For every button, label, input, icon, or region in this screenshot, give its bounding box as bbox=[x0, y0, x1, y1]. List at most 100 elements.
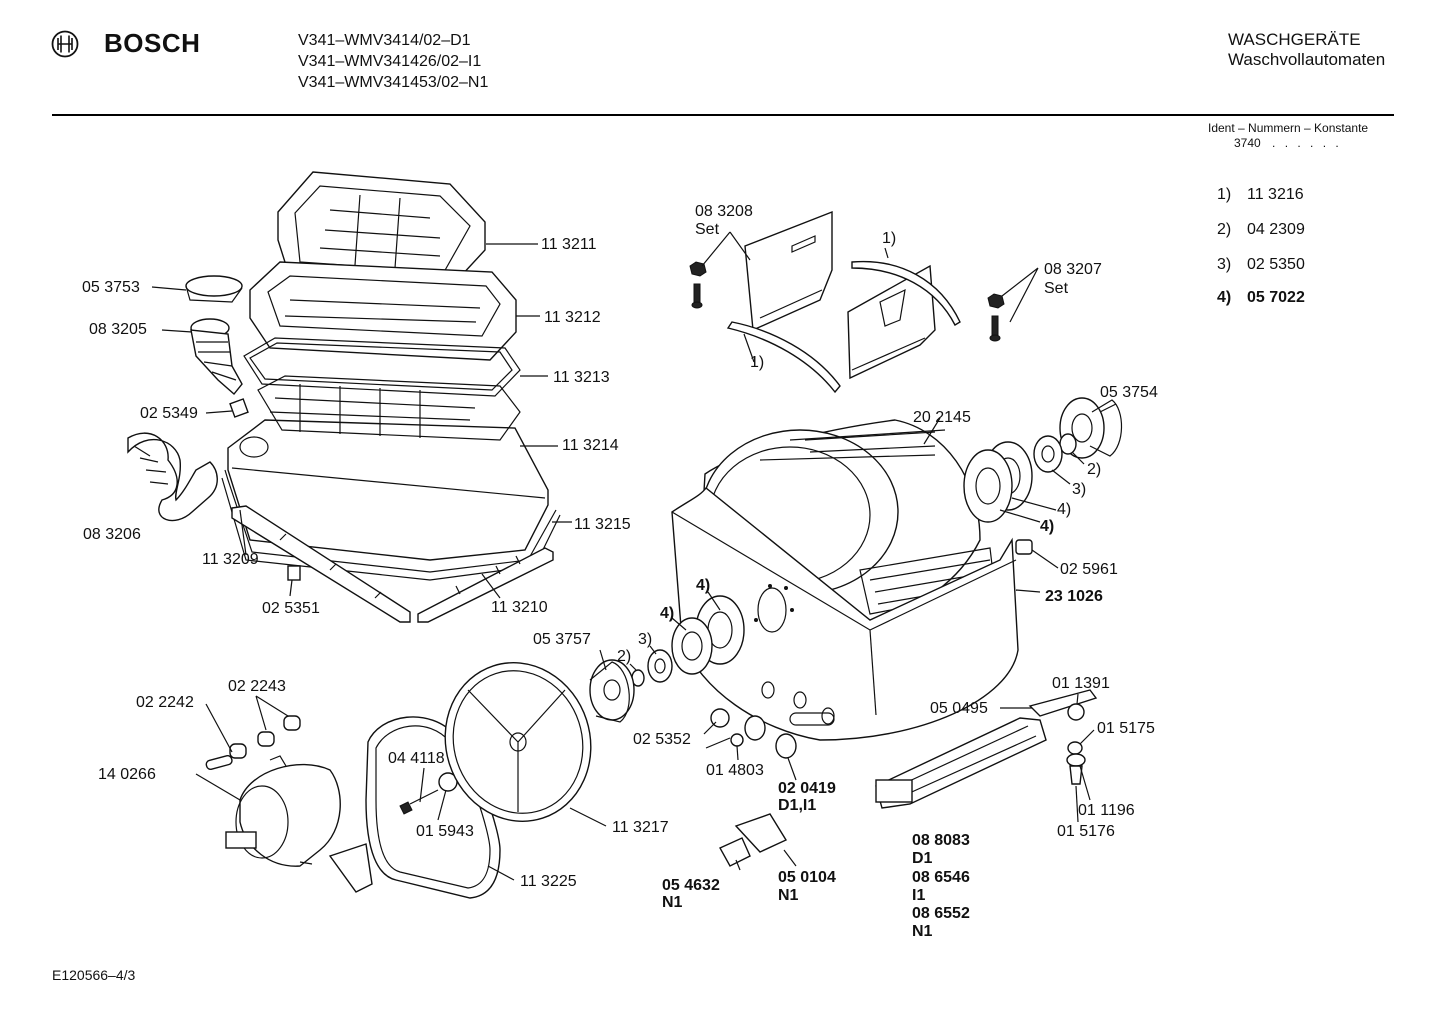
screw-nut-set-left bbox=[689, 261, 707, 309]
inlet-hose bbox=[190, 318, 243, 396]
ball-bearing-right bbox=[1033, 435, 1063, 473]
paddle-lifter-left bbox=[744, 210, 833, 332]
part-label: 04 4118 bbox=[388, 750, 445, 767]
part-label: 08 6552 bbox=[912, 905, 970, 922]
washer-large bbox=[1066, 753, 1086, 767]
brand-block: BOSCH bbox=[50, 28, 200, 59]
lifter-strip-lower bbox=[726, 321, 841, 394]
part-label: 11 3214 bbox=[562, 437, 619, 454]
retaining-rail-right bbox=[417, 547, 554, 623]
model-line: V341–WMV3414/02–D1 bbox=[298, 32, 471, 49]
part-label: 08 3207 bbox=[1044, 261, 1102, 278]
part-label: 11 3217 bbox=[612, 819, 669, 836]
clip bbox=[287, 565, 301, 581]
flange-gasket-left bbox=[671, 617, 713, 675]
variant-label: N1 bbox=[778, 887, 799, 904]
ball-bearing-left bbox=[647, 649, 673, 683]
part-label: 08 3206 bbox=[83, 526, 141, 543]
key-number: 1) bbox=[1217, 186, 1232, 203]
document-id: E120566–4/3 bbox=[52, 967, 136, 983]
lifter-strip-upper bbox=[851, 260, 961, 326]
variant-label: D1,I1 bbox=[778, 797, 816, 814]
footnote-ref: 1) bbox=[750, 354, 764, 371]
variant-label: D1 bbox=[912, 850, 933, 867]
ident-block: Ident – Nummern – Konstante 3740 . . . .… bbox=[1208, 121, 1368, 151]
part-label: 08 3205 bbox=[89, 321, 147, 338]
heater-bracket bbox=[1028, 689, 1098, 717]
part-label: 01 1196 bbox=[1078, 802, 1135, 819]
detergent-drawer-insert bbox=[277, 171, 486, 291]
drawer-housing bbox=[227, 375, 549, 561]
drawer-tray-upper bbox=[249, 261, 517, 361]
key-code: 02 5350 bbox=[1247, 256, 1305, 273]
key-item: 2) 04 2309 bbox=[1217, 221, 1305, 239]
drain-hose bbox=[127, 432, 218, 522]
rubber-seal bbox=[744, 715, 766, 741]
screw-nut-set-right bbox=[987, 293, 1005, 342]
variant-label: I1 bbox=[912, 887, 925, 904]
header-divider bbox=[52, 114, 1394, 116]
retaining-rail-left bbox=[231, 505, 411, 623]
variant-label: N1 bbox=[912, 923, 933, 940]
model-list: V341–WMV3414/02–D1 V341–WMV341426/02–I1 … bbox=[298, 30, 488, 93]
category-subtitle: Waschvollautomaten bbox=[1228, 50, 1386, 69]
footnote-ref: 2) bbox=[1087, 461, 1101, 478]
set-label: Set bbox=[695, 221, 720, 238]
paddle-lifter-right bbox=[847, 264, 936, 380]
part-label: 11 3213 bbox=[553, 369, 610, 386]
part-label: 11 3225 bbox=[520, 873, 577, 890]
part-label: 05 4632 bbox=[662, 877, 720, 894]
drawer-seal bbox=[243, 337, 521, 397]
part-label: 08 8083 bbox=[912, 832, 970, 849]
part-label: 02 5352 bbox=[633, 731, 691, 748]
motor bbox=[225, 755, 341, 867]
part-label: 02 5351 bbox=[262, 600, 320, 617]
brand-name: BOSCH bbox=[104, 28, 201, 58]
part-label: 11 3211 bbox=[541, 236, 597, 253]
part-label: 01 5176 bbox=[1057, 823, 1115, 840]
variant-label: N1 bbox=[662, 894, 683, 911]
cover-n1 bbox=[734, 813, 788, 853]
bosch-armature-logo-icon bbox=[51, 30, 79, 57]
model-line: V341–WMV341426/02–I1 bbox=[298, 53, 482, 70]
part-label: 02 5349 bbox=[140, 405, 198, 422]
part-label: 05 3754 bbox=[1100, 384, 1158, 401]
outer-tub bbox=[671, 487, 1019, 741]
seal-d1-i1 bbox=[775, 733, 797, 759]
part-label: 01 5943 bbox=[416, 823, 474, 840]
carbon-brush bbox=[205, 754, 233, 770]
screw bbox=[1069, 765, 1083, 785]
key-code: 04 2309 bbox=[1247, 221, 1305, 238]
tensioner-bolt bbox=[399, 789, 439, 815]
footnote-ref: 1) bbox=[882, 230, 896, 247]
footnote-ref: 4) bbox=[1057, 501, 1071, 518]
plug bbox=[1015, 539, 1033, 555]
heating-element bbox=[875, 717, 1047, 809]
bearing-flange-left bbox=[589, 659, 635, 723]
part-label: 23 1026 bbox=[1045, 588, 1103, 605]
key-number: 3) bbox=[1217, 256, 1232, 273]
part-label: 02 2243 bbox=[228, 678, 286, 695]
part-label: 01 1391 bbox=[1052, 675, 1110, 692]
key-item: 4)05 7022 bbox=[1217, 289, 1305, 307]
part-label: 11 3215 bbox=[574, 516, 631, 533]
part-label: 02 5961 bbox=[1060, 561, 1118, 578]
key-code: 05 7022 bbox=[1247, 289, 1305, 306]
brush-cap bbox=[257, 731, 275, 747]
footnote-ref: 2) bbox=[617, 648, 631, 665]
category-block: WASCHGERÄTE Waschvollautomaten bbox=[1228, 30, 1385, 70]
part-label: 02 2242 bbox=[136, 694, 194, 711]
hose-clamp bbox=[185, 275, 243, 303]
footnote-ref: 4) bbox=[1040, 518, 1054, 535]
bearing-housing-right bbox=[963, 449, 1013, 523]
footnote-ref: 4) bbox=[696, 577, 710, 594]
category-title: WASCHGERÄTE bbox=[1228, 30, 1361, 49]
key-item: 3) 02 5350 bbox=[1217, 256, 1305, 274]
motor-bracket bbox=[328, 843, 373, 893]
part-label: 05 0104 bbox=[778, 869, 836, 886]
part-label: 11 3212 bbox=[544, 309, 601, 326]
key-number: 2) bbox=[1217, 221, 1232, 238]
part-label: 20 2145 bbox=[913, 409, 971, 426]
part-label: 14 0266 bbox=[98, 766, 156, 783]
